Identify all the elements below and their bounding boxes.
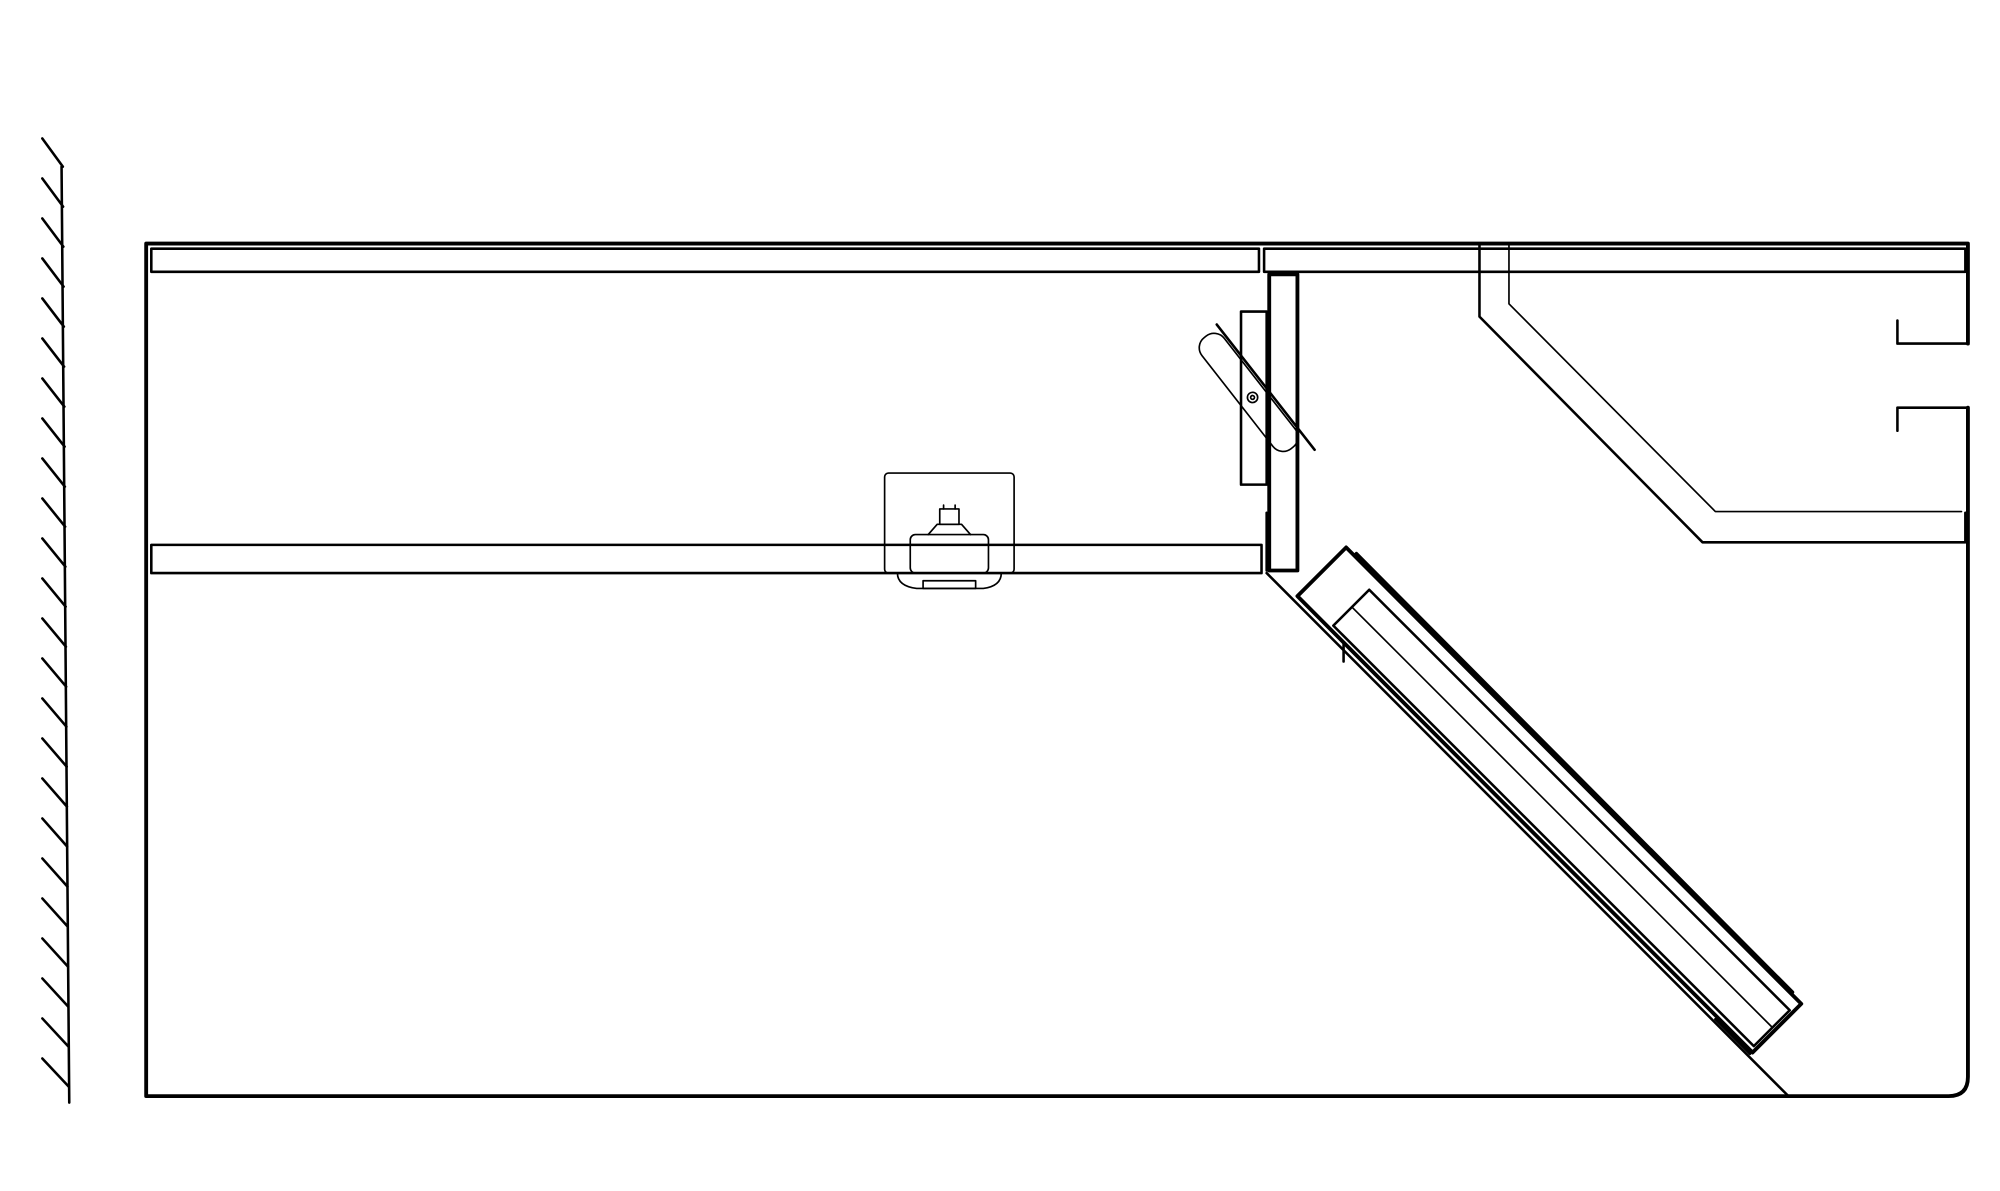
- hatch-mark: [41, 977, 70, 1008]
- door-hinge: [1342, 642, 1752, 1056]
- cabinet-outline: [144, 241, 1970, 1099]
- door-edge: [1354, 551, 1795, 995]
- top-rail-right: [1262, 247, 1967, 274]
- hatch-mark: [41, 137, 65, 168]
- hatch-mark: [41, 857, 69, 888]
- hatch-mark: [41, 657, 68, 688]
- bulb-pins: [942, 504, 956, 510]
- shelf: [150, 543, 1263, 575]
- hatch-mark: [41, 937, 70, 968]
- wall-line: [60, 165, 71, 1104]
- divider-panel: [1267, 272, 1300, 573]
- door-swing-line: [1265, 571, 1790, 1098]
- hatch-mark: [41, 297, 66, 328]
- fixture-housing: [883, 472, 1015, 574]
- bulb-base: [927, 523, 972, 536]
- hatch-mark: [41, 537, 67, 568]
- latch-lever: [1198, 323, 1316, 453]
- hatch-mark: [41, 377, 66, 408]
- wall-hatching: [41, 137, 71, 1088]
- bulb-icon: [938, 508, 960, 526]
- hatch-mark: [41, 897, 69, 928]
- hatch-mark: [41, 737, 68, 768]
- door-inner-frame: [1332, 588, 1792, 1048]
- hatch-mark: [41, 217, 65, 248]
- hatch-mark: [41, 177, 65, 208]
- hatch-mark: [41, 697, 68, 728]
- top-rail-left: [150, 247, 1261, 274]
- hatch-mark: [41, 1057, 71, 1088]
- tilted-door: [1265, 545, 1804, 1098]
- hatch-mark: [41, 777, 69, 808]
- hatch-mark: [41, 337, 66, 368]
- pivot-center: [1249, 394, 1256, 401]
- chute: [1478, 242, 1970, 544]
- door-inner-line: [1351, 606, 1773, 1028]
- hatch-mark: [41, 457, 67, 488]
- hatch-mark: [41, 497, 67, 528]
- door-panel: [1295, 545, 1804, 1055]
- hatch-mark: [41, 1017, 70, 1048]
- chute-inner: [1508, 242, 1963, 513]
- wall: [41, 137, 71, 1104]
- hatch-mark: [41, 417, 66, 448]
- lever-body: [1198, 332, 1299, 453]
- fixture-socket: [909, 533, 990, 574]
- lever-edge: [1215, 323, 1316, 452]
- pivot-icon: [1246, 391, 1259, 404]
- hatch-mark: [41, 817, 69, 848]
- hatch-mark: [41, 617, 68, 648]
- cabinet-frame: [144, 241, 1970, 1099]
- hatch-mark: [41, 577, 67, 608]
- divider-plate: [1239, 310, 1268, 486]
- chute-outer: [1478, 242, 1967, 544]
- hanger-bracket: [1896, 319, 1970, 433]
- light-fixture: [883, 472, 1015, 590]
- vertical-divider: [1239, 272, 1300, 573]
- hatch-mark: [41, 257, 65, 288]
- lens-slot: [922, 579, 977, 590]
